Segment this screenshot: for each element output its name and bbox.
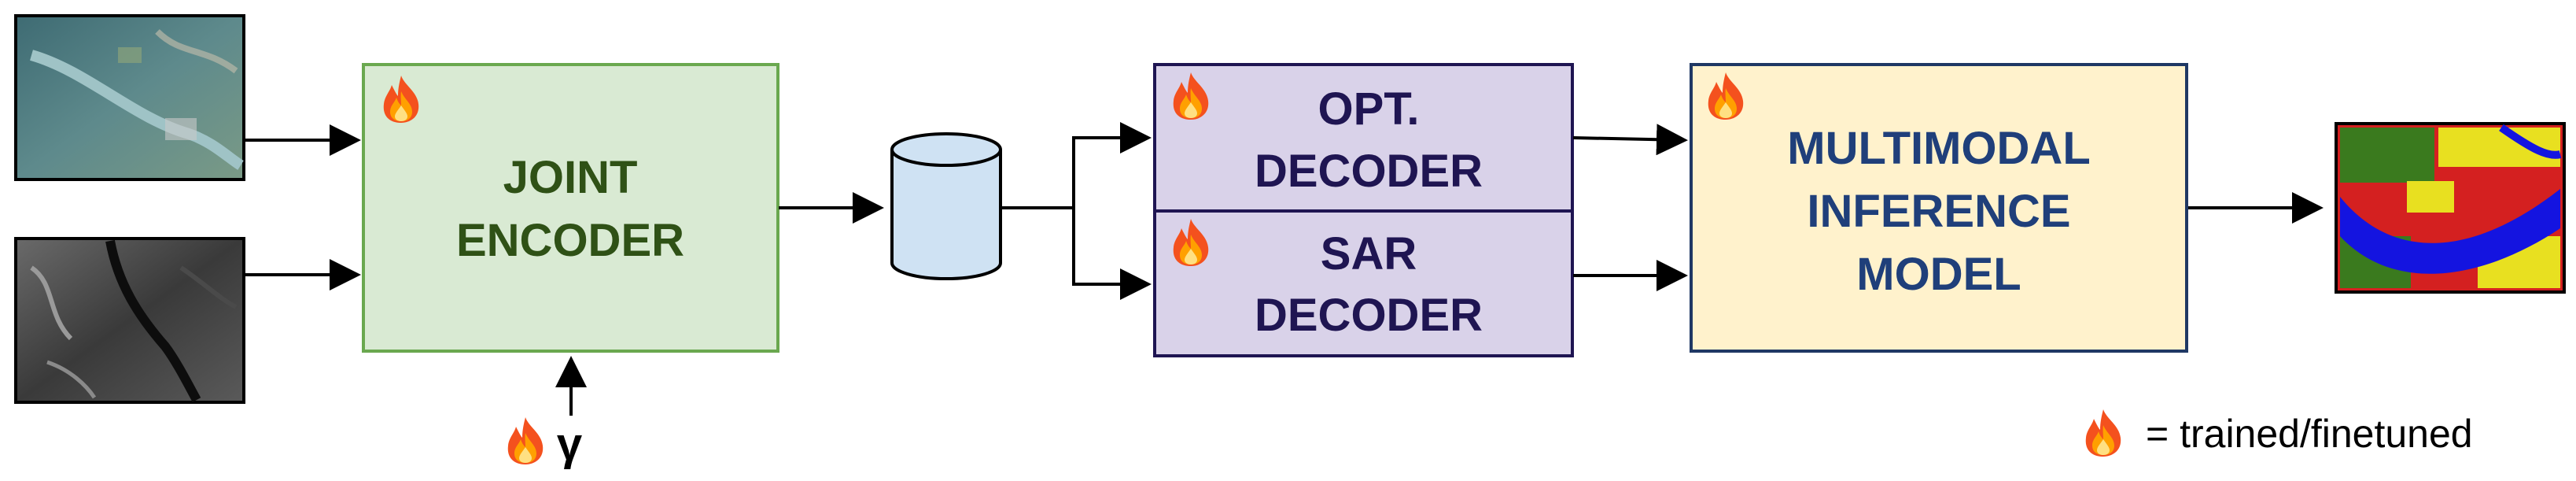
optical-input-image: [14, 14, 245, 181]
inference-model-label-line2: INFERENCE: [1807, 186, 2070, 237]
legend: = trained/finetuned: [2085, 409, 2473, 457]
opt-decoder-label-line1: OPT.: [1318, 83, 1420, 135]
sar-decoder-label-line2: DECODER: [1255, 290, 1483, 341]
joint-encoder-box: JOINT ENCODER: [362, 63, 779, 353]
joint-encoder-label-line1: JOINT: [503, 152, 638, 203]
opt-decoder-label-line2: DECODER: [1255, 146, 1483, 197]
fire-icon: [2085, 409, 2121, 457]
legend-text: = trained/finetuned: [2146, 412, 2473, 456]
arrow-database-to-decoders: [1002, 122, 1152, 300]
gamma-symbol: γ: [557, 419, 583, 470]
database-icon: [890, 132, 1002, 280]
fire-icon: [507, 417, 544, 464]
joint-encoder-label-line2: ENCODER: [456, 215, 684, 266]
sar-input-image: [14, 237, 245, 404]
sar-decoder-box: SAR DECODER: [1153, 209, 1574, 357]
output-segmentation-image: [2335, 122, 2566, 294]
arrow-opt-decoder-to-inference: [1572, 124, 1688, 156]
sar-decoder-label-line1: SAR: [1321, 228, 1417, 279]
inference-model-label-line3: MODEL: [1856, 249, 2021, 300]
multimodal-inference-model-box: MULTIMODAL INFERENCE MODEL: [1690, 63, 2188, 353]
inference-model-label-line1: MULTIMODAL: [1787, 123, 2091, 174]
opt-decoder-box: OPT. DECODER: [1153, 63, 1574, 213]
